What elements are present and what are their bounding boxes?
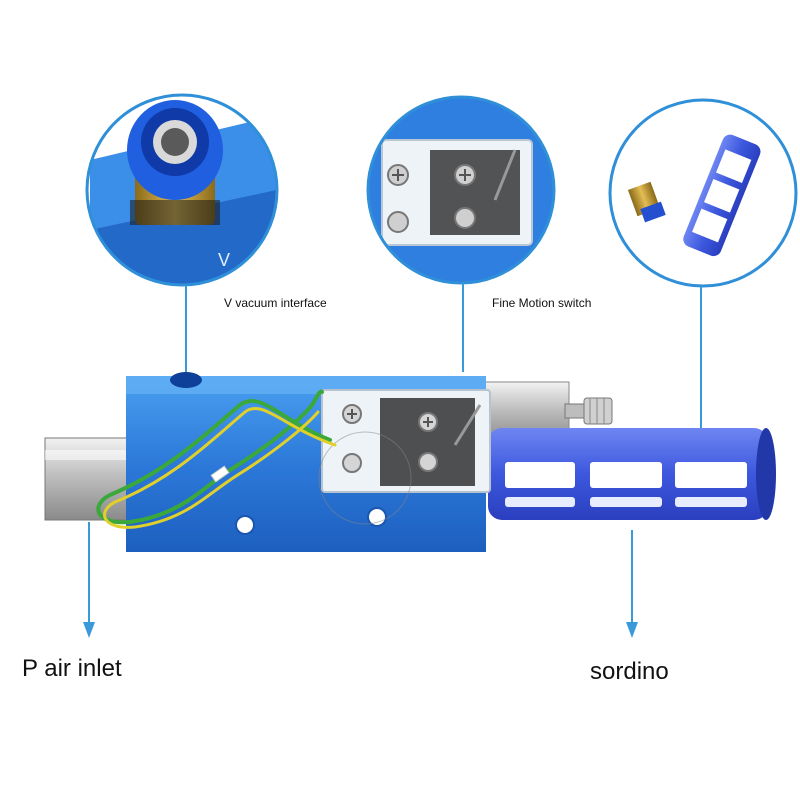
fine-motion-switch [318,389,491,525]
air-inlet-arrow [83,522,95,638]
sordino-arrow [626,530,638,638]
v-mark: V [218,250,230,270]
vacuum-interface-label: V vacuum interface [224,296,327,310]
silencer-parts-callout [608,98,798,288]
sordino-label: sordino [590,658,669,685]
vacuum-interface-callout: V [85,93,279,287]
fine-motion-switch-label: Fine Motion switch [492,296,592,310]
fine-motion-switch-callout [366,95,556,285]
wires [96,389,337,529]
air-inlet-label: P air inlet [22,655,122,682]
vacuum-generator [44,372,776,552]
sordino-silencer [488,428,776,520]
